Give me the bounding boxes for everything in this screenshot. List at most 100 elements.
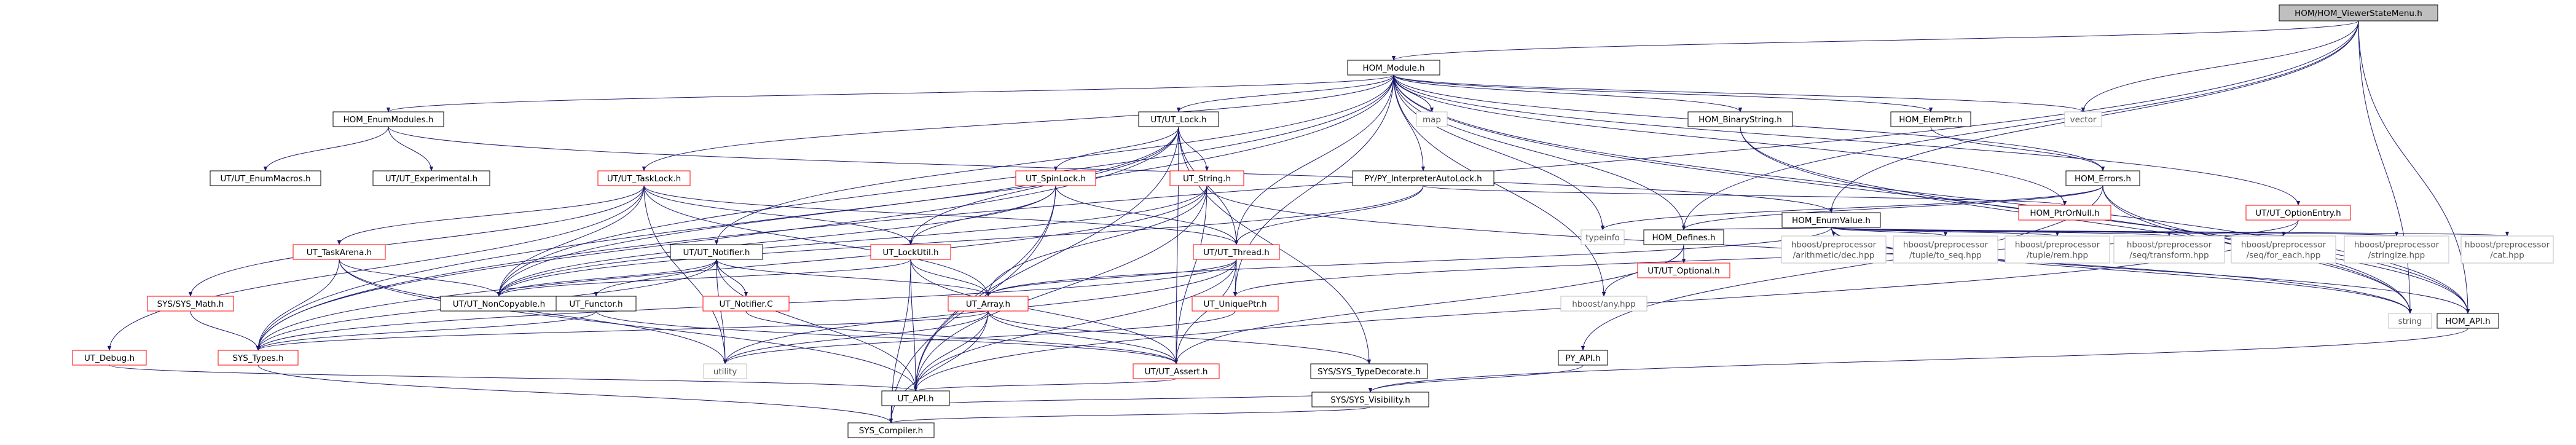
node-hom-api[interactable]: HOM_API.h [2437, 313, 2499, 329]
node-ut-noncopyable[interactable]: UT/UT_NonCopyable.h [440, 296, 558, 312]
node-ut-enummacros[interactable]: UT/UT_EnumMacros.h [210, 170, 321, 186]
node-ut-tasklock[interactable]: UT/UT_TaskLock.h [597, 170, 691, 186]
edge-root-to-hom-module [1392, 20, 2359, 61]
edge-ut-tasklock-to-ut-noncopyable [497, 185, 645, 297]
edge-ut-array-to-utility [723, 310, 989, 364]
node-ut-assert[interactable]: UT/UT_Assert.h [1133, 363, 1220, 379]
node-box-hom-errors [2065, 170, 2140, 186]
edge-ut-lockutil-to-ut-api [910, 259, 918, 392]
node-bp-seqforeach: hboost/preprocessor/seq/for_each.hpp [2231, 235, 2336, 264]
node-label-ut-tasklock: UT/UT_TaskLock.h [607, 174, 681, 184]
node-box-hom-defines [1643, 229, 1724, 245]
node-ut-lock[interactable]: UT/UT_Lock.h [1138, 111, 1219, 127]
edge-hom-module-to-ut-notifier [714, 74, 1394, 245]
node-box-ut-taskarena [293, 244, 386, 260]
node-hom-module[interactable]: HOM_Module.h [1347, 60, 1440, 76]
node-box-hom-enummodules [332, 111, 444, 127]
node-sys-typedecorate[interactable]: SYS/SYS_TypeDecorate.h [1310, 363, 1428, 379]
edge-ut-spinlock-to-ut-thread [1055, 185, 1239, 245]
node-label-hom-module: HOM_Module.h [1362, 63, 1424, 73]
node-label-bp-seqforeach: hboost/preprocessor/seq/for_each.hpp [2241, 240, 2327, 261]
node-ut-functor[interactable]: UT_Functor.h [556, 296, 637, 312]
node-label-hom-api: HOM_API.h [2445, 317, 2490, 326]
node-box-bp-stringize [2344, 235, 2449, 264]
edge-ut-string-to-ut-array [986, 185, 1208, 297]
node-label-ut-notifier: UT/UT_Notifier.h [683, 248, 750, 258]
node-sys-visibility[interactable]: SYS/SYS_Visibility.h [1311, 392, 1429, 408]
node-hom-binarystring[interactable]: HOM_BinaryString.h [1687, 111, 1793, 127]
node-ut-notifier-c[interactable]: UT_Notifier.C [702, 296, 790, 312]
node-sys-math[interactable]: SYS/SYS_Math.h [147, 296, 234, 312]
node-hom-elemptr[interactable]: HOM_ElemPtr.h [1890, 111, 1971, 127]
node-py-api[interactable]: PY_API.h [1558, 350, 1608, 366]
node-sys-compiler[interactable]: SYS_Compiler.h [847, 422, 935, 438]
node-label-root: HOM/HOM_ViewerStateMenu.h [2295, 9, 2422, 18]
node-ut-notifier[interactable]: UT/UT_Notifier.h [670, 244, 763, 260]
node-hom-ptrornull[interactable]: HOM_PtrOrNull.h [2018, 205, 2111, 221]
edge-ut-lockutil-to-ut-noncopyable [497, 259, 911, 297]
node-root[interactable]: HOM/HOM_ViewerStateMenu.h [2279, 4, 2438, 22]
node-hom-enumvalue[interactable]: HOM_EnumValue.h [1781, 212, 1881, 228]
node-hom-enummodules[interactable]: HOM_EnumModules.h [332, 111, 444, 127]
edge-ut-array-to-sys-typedecorate [988, 310, 1372, 364]
edge-hom-module-to-hboost-any [1393, 74, 1606, 297]
node-ut-array[interactable]: UT_Array.h [948, 296, 1029, 312]
node-label-ut-experimental: UT/UT_Experimental.h [385, 174, 477, 184]
node-ut-lockutil[interactable]: UT_LockUtil.h [870, 244, 951, 260]
node-sys-types[interactable]: SYS_Types.h [218, 350, 299, 366]
node-label-ut-spinlock: UT_SpinLock.h [1026, 174, 1086, 184]
node-label-utility: utility [713, 367, 737, 377]
edge-ut-string-to-sys-types [256, 185, 1208, 351]
node-label-bp-tuplerem: hboost/preprocessor/tuple/rem.hpp [2015, 240, 2100, 261]
edge-hom-enumvalue-to-bp-tuplerem [1831, 227, 2059, 237]
edge-hom-enummodules-to-ut-enummacros [263, 126, 389, 171]
edge-ut-thread-to-ut-array [986, 259, 1237, 297]
edge-ut-debug-to-ut-api [109, 364, 917, 392]
node-bp-tuplerem: hboost/preprocessor/tuple/rem.hpp [2005, 235, 2110, 264]
node-ut-spinlock[interactable]: UT_SpinLock.h [1015, 170, 1096, 186]
edge-ut-lockutil-to-ut-assert [910, 259, 1179, 364]
node-box-hboost-any [1560, 296, 1647, 312]
node-label-hom-enumvalue: HOM_EnumValue.h [1792, 216, 1871, 226]
node-ut-debug[interactable]: UT_Debug.h [72, 350, 147, 366]
edge-hom-module-to-ut-noncopyable [497, 74, 1394, 297]
node-ut-optionentry[interactable]: UT/UT_OptionEntry.h [2245, 205, 2351, 221]
node-ut-thread[interactable]: UT/UT_Thread.h [1193, 244, 1280, 260]
node-vector: vector [2064, 111, 2102, 127]
node-box-hom-api [2437, 313, 2499, 329]
node-box-vector [2064, 111, 2102, 127]
node-py-interp[interactable]: PY/PY_InterpreterAutoLock.h [1352, 170, 1494, 186]
node-typeinfo: typeinfo [1581, 229, 1625, 245]
node-ut-experimental[interactable]: UT/UT_Experimental.h [372, 170, 490, 186]
edge-root-to-string [2358, 20, 2413, 314]
node-ut-api[interactable]: UT_API.h [881, 390, 950, 406]
node-box-ut-optionentry [2245, 205, 2351, 221]
edge-sys-math-to-sys-types [190, 310, 261, 351]
node-label-sys-types: SYS_Types.h [232, 353, 283, 363]
node-box-hom-binarystring [1687, 111, 1793, 127]
node-box-ut-enummacros [210, 170, 321, 186]
node-label-sys-compiler: SYS_Compiler.h [859, 426, 924, 436]
edge-ut-tasklock-to-ut-thread [643, 185, 1239, 245]
node-box-bp-arith [1781, 235, 1887, 264]
node-label-ut-thread: UT/UT_Thread.h [1203, 248, 1270, 258]
node-box-sys-math [147, 296, 234, 312]
node-box-ut-tasklock [597, 170, 691, 186]
edge-hom-module-to-hom-defines [1393, 74, 1686, 230]
node-label-sys-math: SYS/SYS_Math.h [157, 299, 224, 309]
node-ut-optional[interactable]: UT/UT_Optional.h [1637, 262, 1730, 278]
edge-hom-enummodules-to-hom-enumvalue [388, 126, 1833, 213]
node-box-ut-lockutil [870, 244, 951, 260]
node-ut-taskarena[interactable]: UT_TaskArena.h [293, 244, 386, 260]
node-layer: HOM/HOM_ViewerStateMenu.hHOM_Module.hvec… [72, 4, 2554, 438]
edge-ut-tasklock-to-utility [643, 185, 728, 364]
node-hom-errors[interactable]: HOM_Errors.h [2065, 170, 2140, 186]
node-hom-defines[interactable]: HOM_Defines.h [1643, 229, 1724, 245]
node-box-bp-seqtransform [2113, 235, 2225, 264]
node-box-bp-seqforeach [2231, 235, 2336, 264]
node-box-ut-functor [556, 296, 637, 312]
node-ut-uniqueptr[interactable]: UT_UniquePtr.h [1192, 296, 1279, 312]
node-ut-string[interactable]: UT_String.h [1169, 170, 1244, 186]
edge-hom-module-to-ut-optionentry [1393, 74, 2301, 206]
